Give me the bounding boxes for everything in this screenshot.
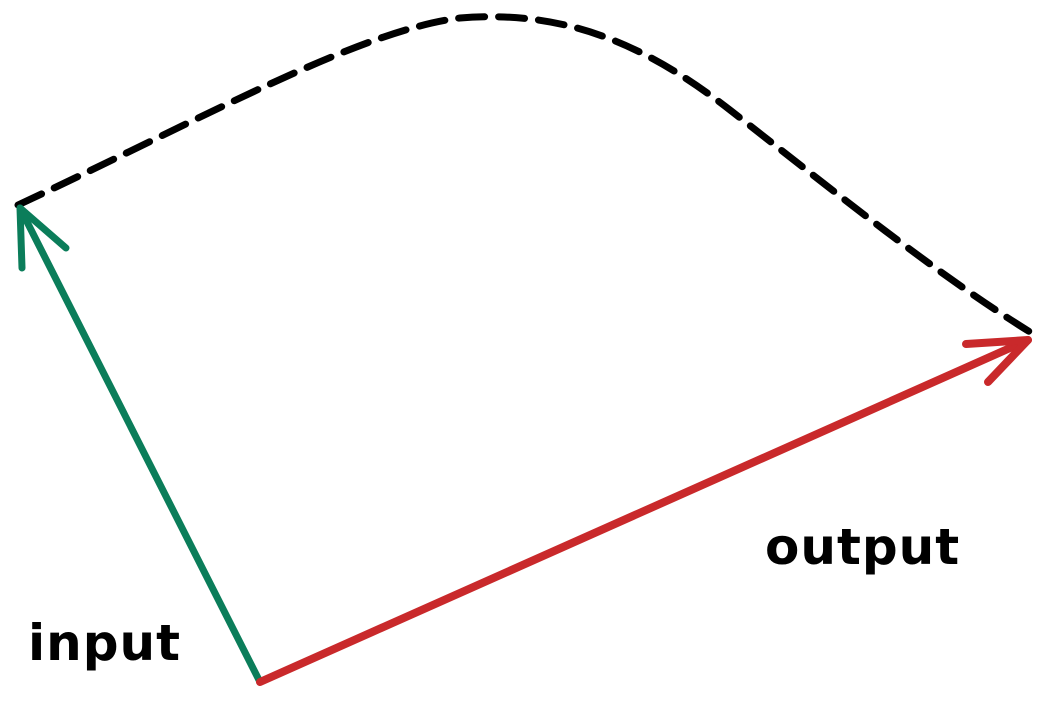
transform-path [14,13,1034,336]
output-vector [256,336,1032,686]
input-vector-shaft [16,204,264,686]
input-arrowhead [16,204,70,272]
input-label: input [28,614,182,672]
output-label: output [765,518,961,576]
output-vector-shaft [256,336,1032,686]
output-arrowhead [962,336,1032,386]
input-vector [16,204,264,686]
